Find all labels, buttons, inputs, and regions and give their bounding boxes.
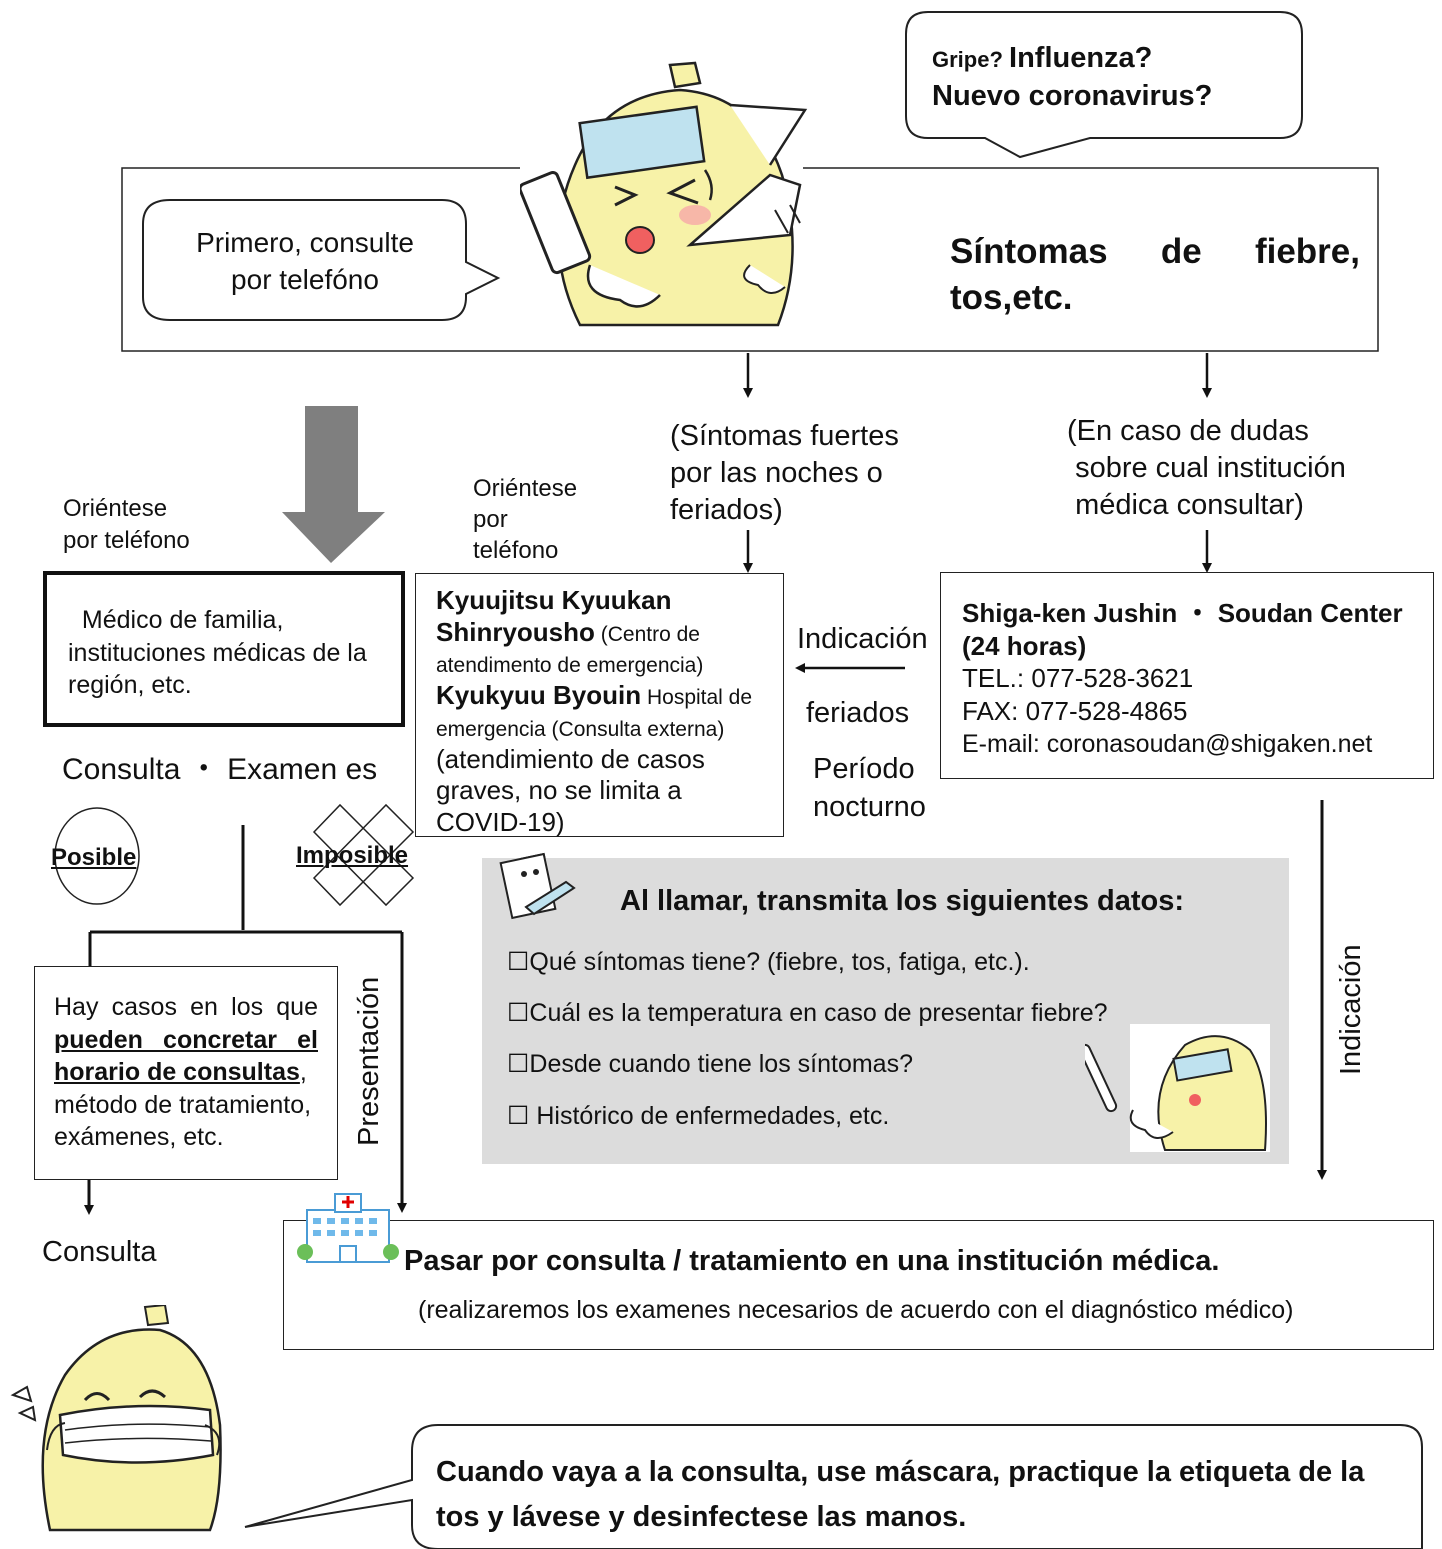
- thermometer-mascot-overlay-icon: [1085, 1024, 1270, 1152]
- indicacion-label: Indicación: [797, 623, 928, 655]
- presentacion-label: Presentación: [353, 976, 385, 1146]
- checklist-item: ☐Desde cuando tiene los síntomas?: [507, 1050, 913, 1078]
- question-bubble: [905, 11, 1303, 159]
- hospital-overlay-icon: [297, 1193, 399, 1263]
- hospital-subtitle: (realizaremos los examenes necesarios de…: [418, 1296, 1294, 1324]
- feriados-label: feriados: [806, 697, 910, 729]
- checklist-item: ☐ Histórico de enfermedades, etc.: [507, 1102, 890, 1130]
- doubt-label: (En caso de dudas sobre cual institución…: [1067, 415, 1346, 522]
- emergency-text: Kyuujitsu Kyuukan Shinryousho (Centro de…: [436, 585, 753, 838]
- info-panel-title: Al llamar, transmita los siguientes dato…: [620, 885, 1185, 917]
- mask-advice-text: Cuando vaya a la consulta, use máscara, …: [436, 1456, 1365, 1533]
- hospital-title: Pasar por consulta / tratamiento en una …: [404, 1245, 1220, 1277]
- sick-mascot-phone-icon: [520, 61, 808, 327]
- mask-bubble: [244, 1424, 1423, 1549]
- question-bubble-text: Gripe? Influenza? Nuevo coronavirus?: [932, 42, 1213, 112]
- masked-mascot-icon: [10, 1305, 222, 1532]
- cases-box: [34, 966, 338, 1180]
- consulta-label: Consulta: [42, 1236, 157, 1268]
- imposible-cross: [312, 803, 415, 907]
- imposible-label: Imposible: [296, 842, 409, 869]
- hospital-box: [283, 1220, 1434, 1350]
- checklist-item: ☐Cuál es la temperatura en caso de prese…: [507, 999, 1108, 1027]
- consulta-examen-label: Consulta ・ Examen es: [62, 753, 378, 786]
- family-doctor-text: Médico de familia,instituciones médicas …: [68, 606, 367, 699]
- cases-text: Hay casos en los que pueden concretar el…: [54, 993, 318, 1151]
- consult-center-text: Shiga-ken Jushin ・ Soudan Center (24 hor…: [962, 598, 1403, 758]
- checklist-item: ☐Qué síntomas tiene? (fiebre, tos, fatig…: [507, 948, 1030, 976]
- big-down-arrow: [282, 406, 385, 563]
- posible-circle: [54, 807, 140, 905]
- consult-center-box: [940, 572, 1434, 779]
- emergency-box: [415, 573, 784, 837]
- call-bubble: [142, 199, 501, 321]
- posible-label: Posible: [51, 844, 137, 871]
- memo-pencil-overlay-icon: [499, 852, 576, 920]
- indicacion-right-label: Indicación: [1335, 944, 1367, 1075]
